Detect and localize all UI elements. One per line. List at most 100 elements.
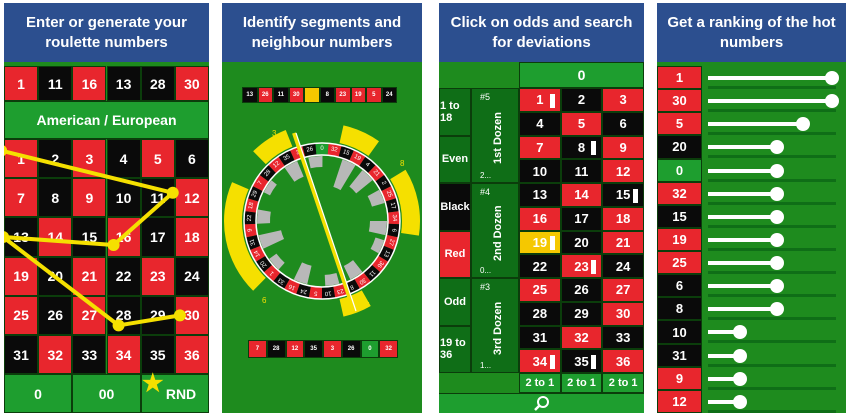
frequency-slider[interactable] <box>702 390 846 413</box>
slider-knob[interactable] <box>770 140 785 155</box>
double-zero-button[interactable]: 00 <box>72 374 141 413</box>
odds-number-cell[interactable]: 3 <box>602 88 644 112</box>
odds-number-cell[interactable]: 31 <box>519 325 561 350</box>
random-button[interactable]: ★ RND <box>141 370 209 413</box>
odds-number-cell[interactable]: 7 <box>519 135 561 160</box>
odds-number-cell[interactable]: 29 <box>560 301 603 326</box>
slider-knob[interactable] <box>770 186 785 201</box>
outside-bet-1-to-18[interactable]: 1 to 18 <box>439 88 471 136</box>
number-cell[interactable]: 19 <box>4 256 39 296</box>
number-cell[interactable]: 31 <box>4 335 39 375</box>
number-cell[interactable]: 24 <box>174 256 209 296</box>
odds-number-cell[interactable]: 8 <box>560 135 603 160</box>
number-cell[interactable]: 6 <box>174 139 209 179</box>
frequency-slider[interactable] <box>702 66 846 90</box>
odds-number-cell[interactable]: 15 <box>602 183 644 207</box>
odds-number-cell[interactable]: 30 <box>602 301 644 326</box>
odds-number-cell[interactable]: 34 <box>519 349 561 373</box>
slider-knob[interactable] <box>770 163 785 178</box>
number-cell[interactable]: 2 <box>38 139 73 179</box>
column-bet[interactable]: 2 to 1 <box>602 373 644 393</box>
slider-knob[interactable] <box>733 348 747 363</box>
odds-number-cell[interactable]: 18 <box>602 206 644 231</box>
odds-number-cell[interactable]: 36 <box>602 349 644 373</box>
frequency-slider[interactable] <box>702 297 846 321</box>
odds-number-cell[interactable]: 17 <box>560 206 603 231</box>
column-bet[interactable]: 2 to 1 <box>560 373 603 393</box>
slider-knob[interactable] <box>795 117 810 132</box>
outside-bet-black[interactable]: Black <box>439 183 471 231</box>
number-cell[interactable]: 32 <box>38 335 73 375</box>
odds-number-cell[interactable]: 27 <box>602 278 644 302</box>
history-number[interactable]: 13 <box>106 66 141 101</box>
slider-knob[interactable] <box>770 209 785 224</box>
history-number[interactable]: 28 <box>140 66 175 101</box>
outside-bet-19-to-36[interactable]: 19 to 36 <box>439 325 471 373</box>
slider-knob[interactable] <box>825 94 840 109</box>
number-cell[interactable]: 15 <box>72 217 107 257</box>
number-cell[interactable]: 9 <box>72 178 107 218</box>
slider-knob[interactable] <box>770 302 785 317</box>
odds-number-cell[interactable]: 19 <box>519 230 561 255</box>
number-cell[interactable]: 5 <box>140 139 175 179</box>
number-cell[interactable]: 18 <box>174 217 209 257</box>
odds-number-cell[interactable]: 4 <box>519 111 561 136</box>
frequency-slider[interactable] <box>702 182 846 206</box>
zero-cell[interactable]: 0 <box>519 62 644 88</box>
number-cell[interactable]: 7 <box>4 178 39 218</box>
odds-number-cell[interactable]: 1 <box>519 88 561 112</box>
number-cell[interactable]: 35 <box>140 335 175 375</box>
number-cell[interactable]: 34 <box>106 335 141 375</box>
frequency-slider[interactable] <box>702 251 846 275</box>
number-cell[interactable]: 25 <box>4 295 39 335</box>
frequency-slider[interactable] <box>702 367 846 391</box>
frequency-slider[interactable] <box>702 320 846 344</box>
history-number[interactable]: 30 <box>174 66 209 101</box>
frequency-slider[interactable] <box>702 274 846 298</box>
slider-knob[interactable] <box>770 256 785 271</box>
odds-number-cell[interactable]: 6 <box>602 111 644 136</box>
odds-number-cell[interactable]: 13 <box>519 183 561 207</box>
odds-number-cell[interactable]: 28 <box>519 301 561 326</box>
odds-number-cell[interactable]: 16 <box>519 206 561 231</box>
number-cell[interactable]: 12 <box>174 178 209 218</box>
number-cell[interactable]: 36 <box>174 335 209 375</box>
history-number[interactable]: 1 <box>4 66 39 101</box>
frequency-slider[interactable] <box>702 205 846 229</box>
number-cell[interactable]: 4 <box>106 139 141 179</box>
slider-knob[interactable] <box>733 394 747 409</box>
odds-number-cell[interactable]: 24 <box>602 254 644 278</box>
number-cell[interactable]: 26 <box>38 295 73 335</box>
number-cell[interactable]: 21 <box>72 256 107 296</box>
odds-number-cell[interactable]: 14 <box>560 183 603 207</box>
history-number[interactable]: 11 <box>38 66 73 101</box>
search-bar[interactable] <box>439 393 644 413</box>
number-cell[interactable]: 33 <box>72 335 107 375</box>
frequency-slider[interactable] <box>702 228 846 252</box>
slider-knob[interactable] <box>770 279 785 294</box>
number-cell[interactable]: 23 <box>140 256 175 296</box>
outside-bet-odd[interactable]: Odd <box>439 278 471 326</box>
slider-knob[interactable] <box>770 232 785 247</box>
odds-number-cell[interactable]: 9 <box>602 135 644 160</box>
frequency-slider[interactable] <box>702 344 846 368</box>
column-bet[interactable]: 2 to 1 <box>519 373 561 393</box>
slider-knob[interactable] <box>733 371 747 386</box>
odds-number-cell[interactable]: 5 <box>560 111 603 136</box>
outside-bet-even[interactable]: Even <box>439 135 471 183</box>
slider-knob[interactable] <box>825 71 840 85</box>
number-cell[interactable]: 22 <box>106 256 141 296</box>
odds-number-cell[interactable]: 23 <box>560 254 603 278</box>
frequency-slider[interactable] <box>702 89 846 113</box>
odds-number-cell[interactable]: 25 <box>519 278 561 302</box>
odds-number-cell[interactable]: 35 <box>560 349 603 373</box>
number-cell[interactable]: 17 <box>140 217 175 257</box>
outside-bet-red[interactable]: Red <box>439 230 471 278</box>
odds-number-cell[interactable]: 11 <box>560 159 603 183</box>
odds-number-cell[interactable]: 20 <box>560 230 603 255</box>
odds-number-cell[interactable]: 33 <box>602 325 644 350</box>
